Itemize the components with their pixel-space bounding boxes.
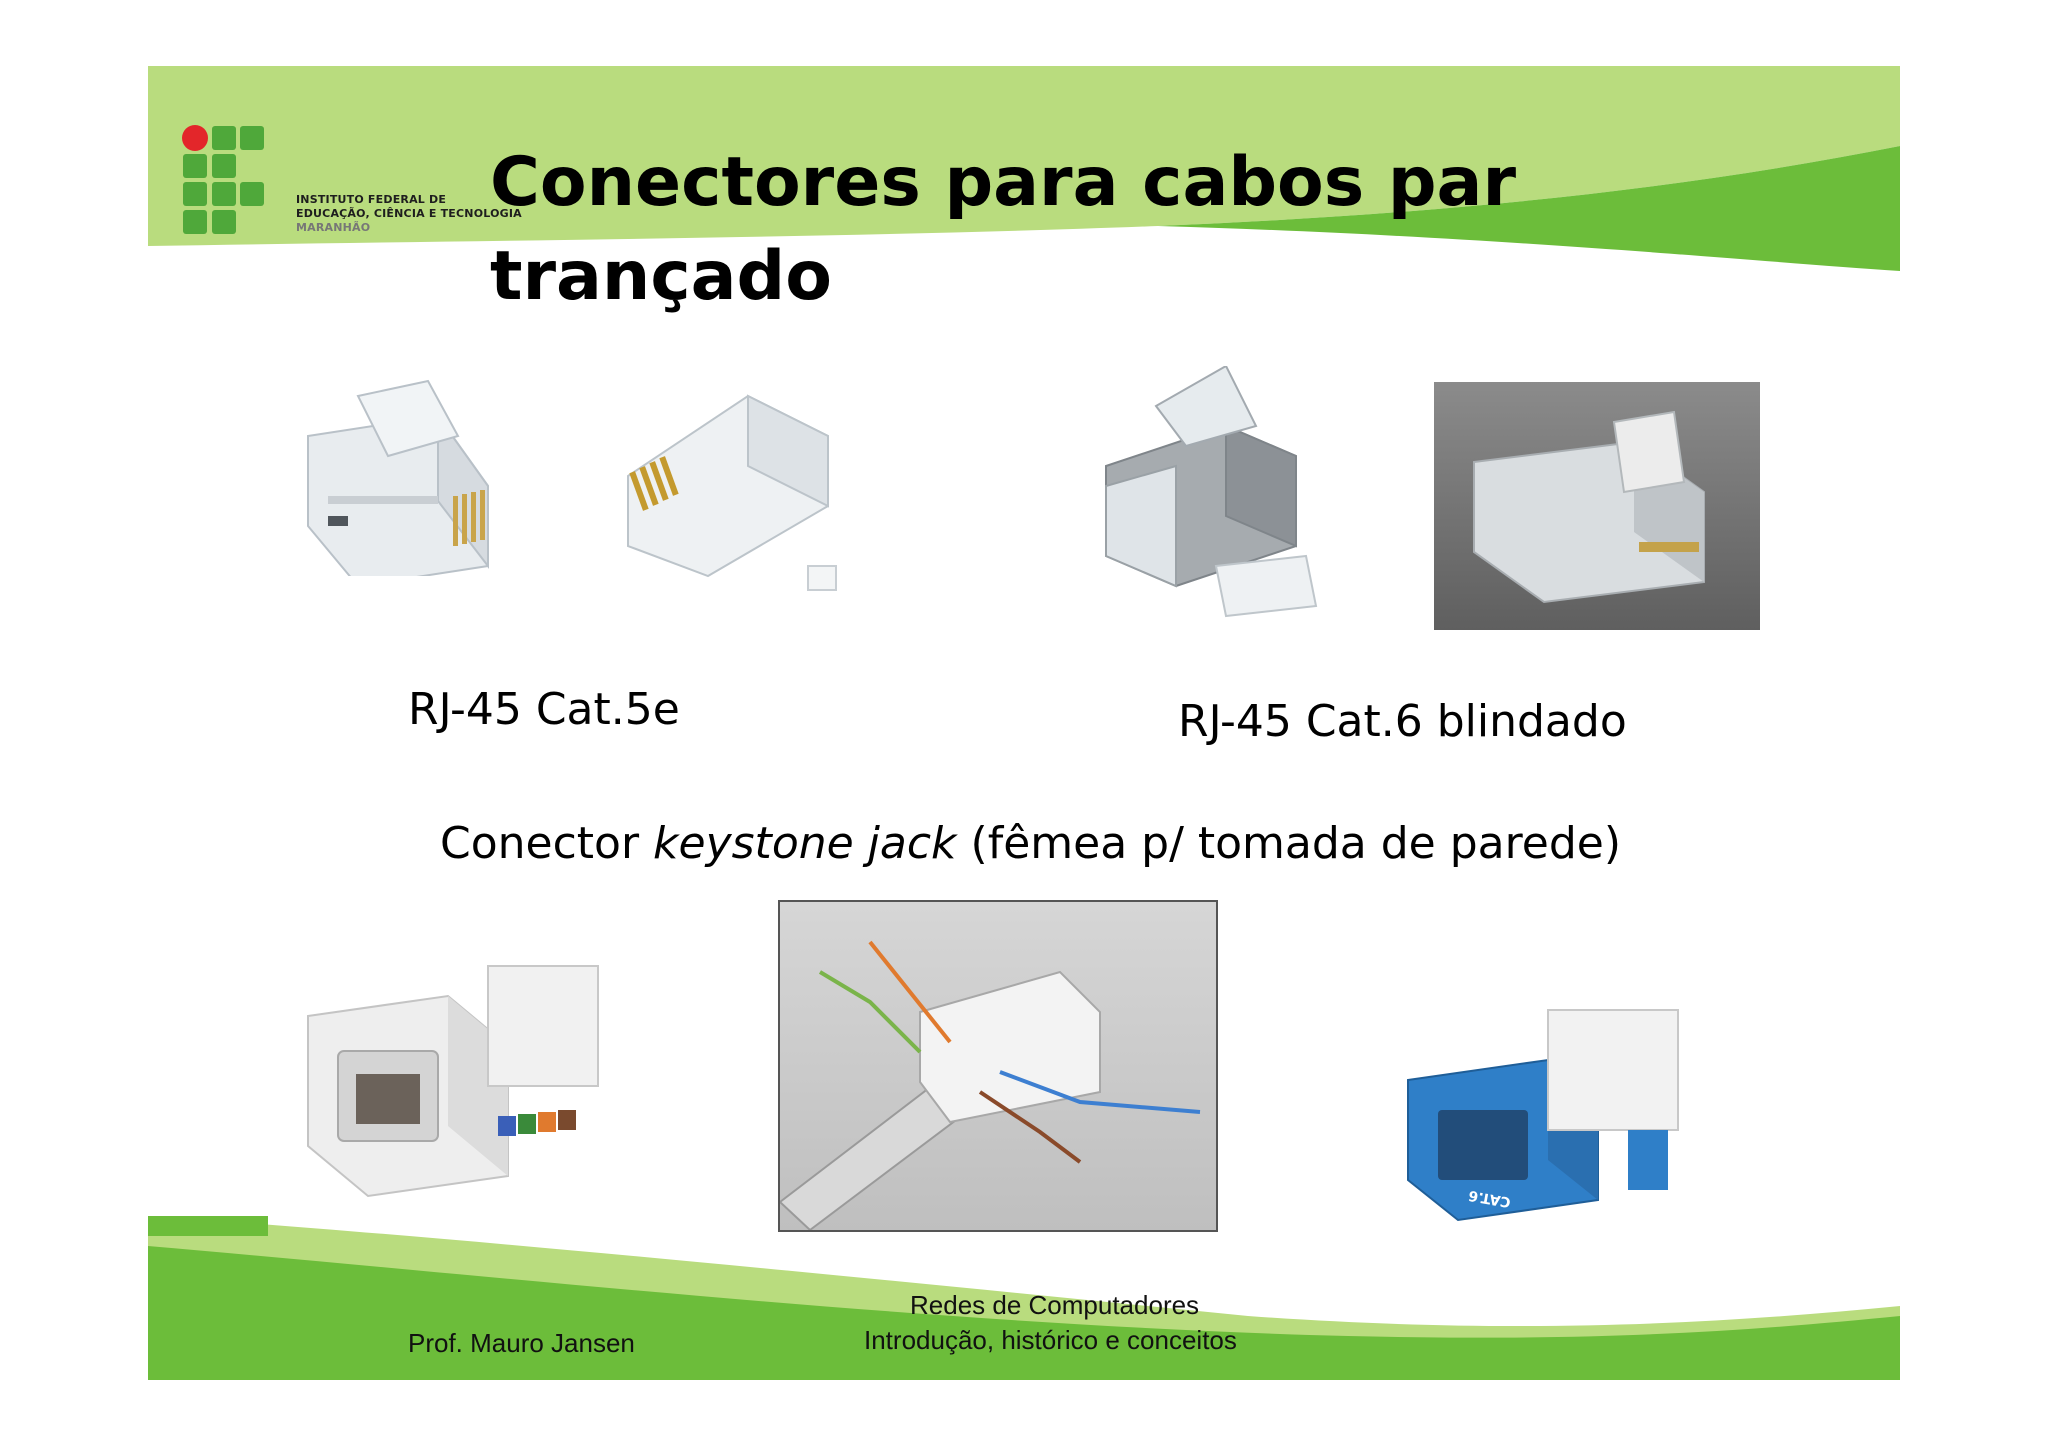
- rj45-cat5e-connector-image: [307, 379, 489, 576]
- slide: INSTITUTO FEDERAL DE EDUCAÇÃO, CIÊNCIA E…: [148, 66, 1900, 1380]
- logo-text-line2: EDUCAÇÃO, CIÊNCIA E TECNOLOGIA: [296, 207, 522, 220]
- logo-text-line1: INSTITUTO FEDERAL DE: [296, 193, 447, 206]
- footer-course: Redes de Computadores: [910, 1290, 1200, 1320]
- footer-topic: Introdução, histórico e conceitos: [864, 1325, 1237, 1355]
- keystone-crimping-illustration: [780, 940, 1201, 1230]
- header-wave: [148, 66, 1900, 271]
- footer-author: Prof. Mauro Jansen: [408, 1328, 635, 1358]
- rj45-cat6-shielded-photo: [1434, 382, 1760, 630]
- logo-text-line3: MARANHÃO: [296, 221, 371, 234]
- rj45-cat6-shielded-connector-image: [1105, 366, 1318, 618]
- footer-wave: [148, 1216, 1900, 1380]
- caption-keystone-prefix: Conector: [440, 818, 654, 869]
- slide-title: Conectores para cabos par trançado: [490, 143, 1516, 316]
- keystone-jack-crimping-photo: [778, 900, 1218, 1232]
- institution-logo: INSTITUTO FEDERAL DE EDUCAÇÃO, CIÊNCIA E…: [180, 123, 522, 243]
- caption-keystone: Conector keystone jack (fêmea p/ tomada …: [440, 818, 1621, 869]
- caption-keystone-suffix: (fêmea p/ tomada de parede): [956, 818, 1621, 869]
- caption-keystone-italic: keystone jack: [653, 818, 957, 869]
- caption-rj45-cat6: RJ-45 Cat.6 blindado: [1178, 696, 1627, 747]
- caption-rj45-cat5e: RJ-45 Cat.5e: [408, 684, 680, 735]
- keystone-cat6-label: CAT.6: [1467, 1187, 1512, 1210]
- logo-mark-icon: [182, 125, 264, 234]
- keystone-jack-white-image: [307, 965, 599, 1198]
- rj45-shielded-illustration: [1473, 410, 1705, 604]
- rj45-cat5e-connector-open-image: [627, 394, 837, 591]
- keystone-jack-blue-image: CAT.6: [1407, 1009, 1679, 1222]
